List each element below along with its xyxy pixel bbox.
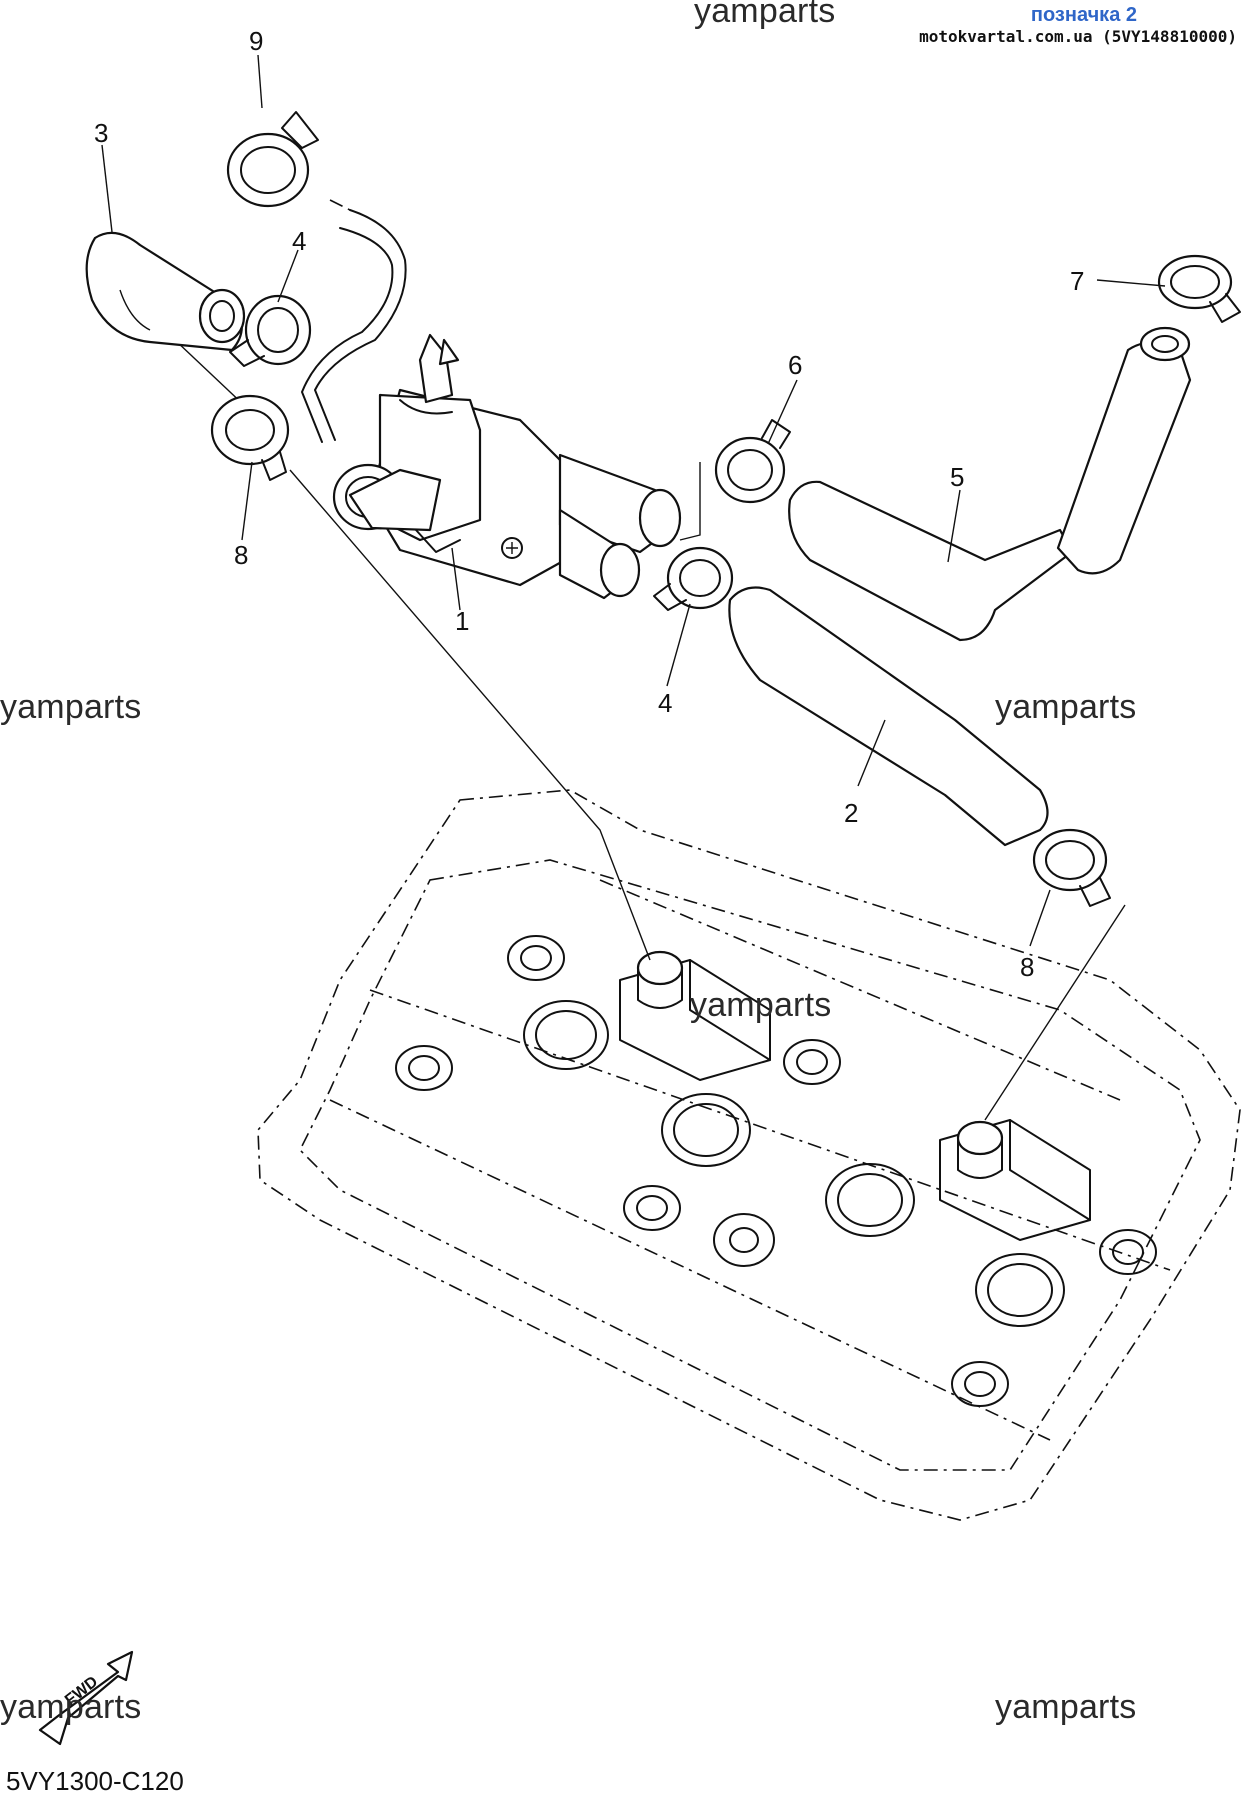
source-badge: позначка 2 motokvartal.com.ua (5VY148810… — [919, 4, 1237, 46]
clamp-6 — [714, 419, 791, 504]
callout-1: 1 — [455, 606, 469, 636]
clamp-9 — [226, 111, 319, 208]
watermark-bottom-right: yamparts — [995, 1688, 1137, 1726]
watermark-center: yamparts — [690, 986, 832, 1024]
reed-valve-cover-front — [619, 950, 771, 1081]
clamp-4-upper — [229, 294, 312, 367]
callout-numbers: 9 3 4 7 6 5 8 1 4 2 8 — [94, 26, 1084, 982]
vacuum-hose — [301, 199, 407, 443]
callout-7: 7 — [1070, 266, 1084, 296]
callout-8-left: 8 — [234, 540, 248, 570]
callout-5: 5 — [950, 462, 964, 492]
hose-3 — [85, 231, 246, 352]
callout-2: 2 — [844, 798, 858, 828]
callout-6: 6 — [788, 350, 802, 380]
callout-4-upper: 4 — [292, 226, 306, 256]
hose-5 — [788, 326, 1192, 642]
watermark-left: yamparts — [0, 688, 142, 726]
watermark-top: yamparts — [694, 0, 836, 30]
clamp-8-left — [210, 394, 290, 481]
watermark-bottom-left: yamparts — [0, 1688, 142, 1726]
reed-valve-cover-rear — [939, 1119, 1091, 1241]
badge-source: motokvartal.com.ua (5VY148810000) — [919, 27, 1237, 46]
clamp-8-right — [1032, 828, 1111, 907]
cylinder-head-cover — [257, 789, 1241, 1521]
hose-2 — [728, 586, 1049, 847]
callout-4-lower: 4 — [658, 688, 672, 718]
badge-title: позначка 2 — [1030, 4, 1137, 26]
callout-8-right: 8 — [1020, 952, 1034, 982]
clamp-4-lower — [653, 546, 734, 611]
assembly-lines — [174, 339, 1126, 1121]
air-induction-valve-1 — [332, 333, 682, 600]
callout-9: 9 — [249, 26, 263, 56]
watermark-right: yamparts — [995, 688, 1137, 726]
callout-3: 3 — [94, 118, 108, 148]
clamp-7 — [1157, 254, 1241, 323]
diagram-code: 5VY1300-C120 — [6, 1766, 184, 1796]
spark-plug-holes — [395, 935, 1157, 1407]
callout-leaders — [101, 54, 1166, 947]
